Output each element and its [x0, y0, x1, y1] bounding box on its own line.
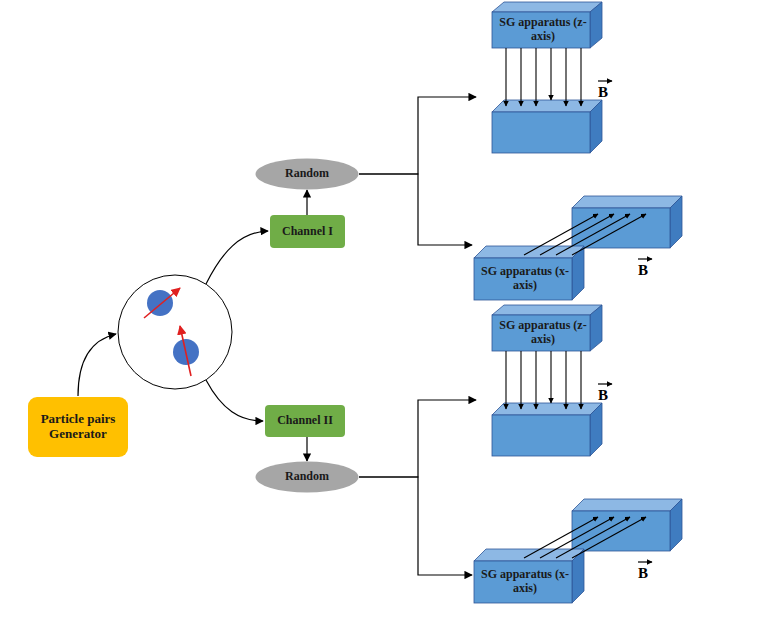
particle-pair-circle	[118, 275, 232, 389]
node-text: SG apparatus (z-axis)	[495, 16, 591, 44]
connector	[359, 97, 476, 174]
text-area: SG apparatus (x-axis)	[474, 561, 576, 603]
random-ellipse: Random	[255, 158, 359, 190]
channel-box: Channel I	[270, 215, 345, 248]
spin-arrow	[144, 288, 180, 318]
field-label: B	[598, 388, 608, 403]
node-text: Channel II	[277, 414, 333, 428]
node-text: SG apparatus (x-axis)	[477, 568, 573, 596]
node-text: SG apparatus (x-axis)	[477, 265, 573, 293]
field-label: B	[638, 566, 648, 581]
connector	[359, 174, 472, 245]
field-label: B	[598, 85, 608, 100]
text-area: SG apparatus (z-axis)	[492, 12, 594, 48]
sg-apparatus-z-drawing	[492, 305, 612, 456]
sg-apparatus: SG apparatus (z-axis)	[476, 303, 612, 459]
text-area: SG apparatus (x-axis)	[474, 258, 576, 300]
sg-apparatus-x-drawing	[474, 499, 682, 603]
sg-apparatus-z-drawing	[492, 2, 612, 153]
sg-apparatus: SG apparatus (x-axis)	[472, 497, 686, 605]
sg-apparatus: SG apparatus (z-axis)	[476, 0, 612, 156]
field-label: B	[638, 263, 648, 278]
node-text: Channel I	[282, 225, 333, 239]
text-area: SG apparatus (z-axis)	[492, 315, 594, 351]
spin-arrow	[180, 326, 191, 376]
node-text: Particle pairs Generator	[34, 412, 122, 442]
node-text: Random	[285, 167, 329, 181]
connector	[359, 477, 472, 575]
flow-line	[206, 380, 263, 421]
node-text: Random	[285, 470, 329, 484]
random-ellipse: Random	[255, 461, 359, 493]
channel-box: Channel II	[265, 405, 345, 437]
sg-apparatus: SG apparatus (x-axis)	[472, 194, 686, 302]
connector	[359, 400, 476, 477]
generator-box: Particle pairs Generator	[28, 397, 128, 457]
flow-line	[206, 231, 268, 284]
connector	[306, 190, 307, 215]
sg-apparatus-x-drawing	[474, 196, 682, 300]
connector	[306, 437, 307, 461]
node-text: SG apparatus (z-axis)	[495, 319, 591, 347]
flow-line	[78, 334, 116, 396]
